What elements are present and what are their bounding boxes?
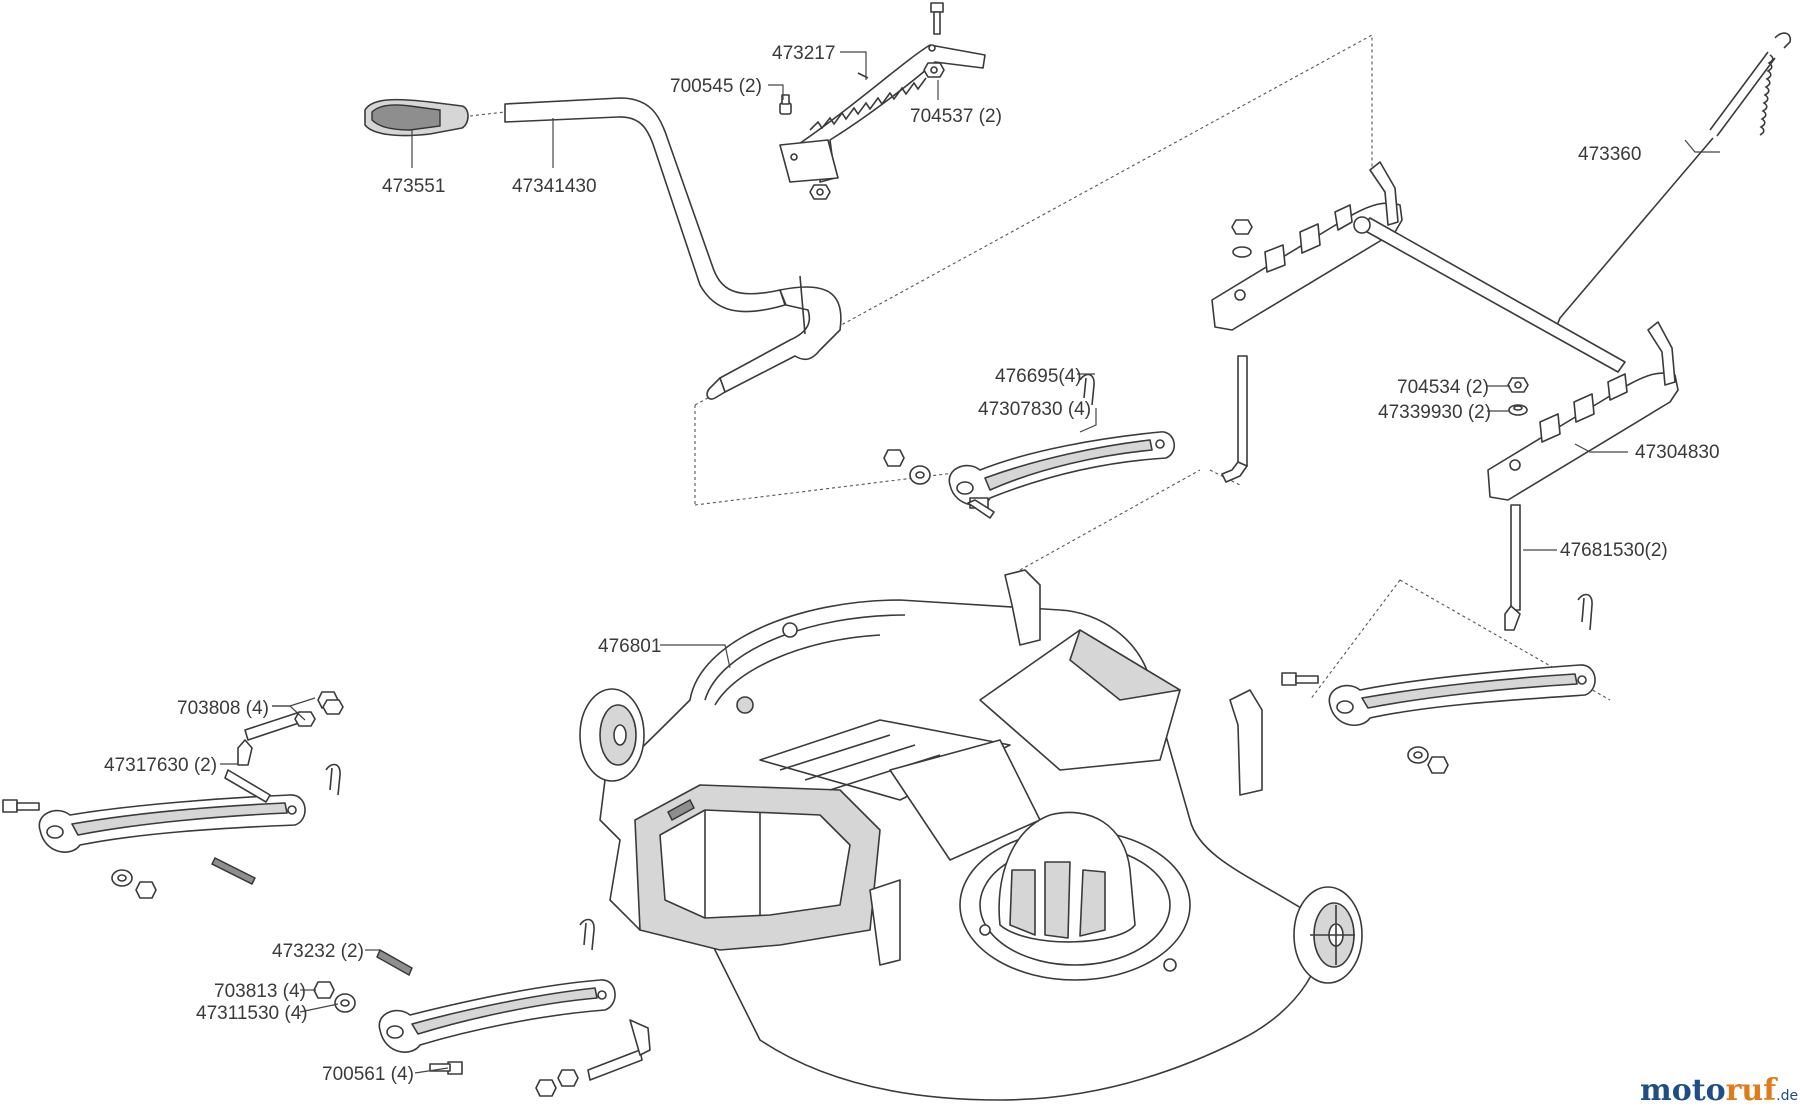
label-47681530: 47681530(2) — [1560, 540, 1668, 561]
top-screw-part — [930, 2, 944, 35]
label-47317630: 47317630 (2) — [104, 755, 217, 776]
motoruf-watermark-logo: motoruf.de — [1640, 1073, 1798, 1108]
lift-shaft-part — [1211, 161, 1679, 501]
label-703813: 703813 (4) — [214, 981, 306, 1002]
handle-grip-part — [364, 98, 506, 137]
label-473232: 473232 (2) — [272, 941, 364, 962]
mower-deck-part — [579, 569, 1363, 1101]
hanger-arm-left-hardware — [2, 799, 256, 899]
label-47339930: 47339930 (2) — [1378, 402, 1491, 423]
label-700561: 700561 (4) — [322, 1064, 414, 1085]
watermark-tld: .de — [1776, 1088, 1798, 1104]
link-rod-lower-part — [1504, 504, 1521, 631]
label-473360: 473360 — [1578, 144, 1641, 165]
label-704534: 704534 (2) — [1397, 377, 1489, 398]
leader-lines — [220, 51, 1720, 1074]
shaft-nuts-part — [1507, 377, 1529, 416]
label-703808: 703808 (4) — [177, 698, 269, 719]
notched-quadrant-part — [779, 44, 986, 183]
nuts-703808-part — [294, 699, 344, 727]
svg-text:motoruf.de: motoruf.de — [1640, 1073, 1798, 1108]
hairpin-clip-bottom-part — [579, 918, 595, 951]
label-473551: 473551 — [382, 176, 445, 197]
link-rod-upper-part — [1221, 355, 1248, 483]
assembly-guide-lines — [694, 34, 1611, 701]
label-476801: 476801 — [598, 636, 661, 657]
hairpin-clip-left-part — [325, 763, 341, 796]
hairpin-clip-right-part — [1577, 593, 1593, 631]
label-47304830: 47304830 — [1635, 442, 1720, 463]
label-47311530: 47311530 (4) — [196, 1003, 308, 1024]
pin-rods-left-part — [224, 691, 339, 803]
label-476695: 476695(4) — [995, 366, 1082, 387]
bracket-nuts-part — [1231, 219, 1253, 258]
watermark-brand-a: moto — [1640, 1073, 1726, 1108]
hairpin-clip-top-part — [1079, 373, 1095, 406]
quadrant-nuts-part — [809, 62, 945, 200]
label-704537: 704537 (2) — [910, 106, 1002, 127]
adjust-lever-part — [504, 97, 842, 400]
part-labels: 473551 47341430 700545 (2) 473217 704537… — [104, 43, 1720, 1085]
hanger-arm-top-part — [948, 431, 1176, 506]
watermark-brand-b: ruf — [1726, 1073, 1779, 1108]
label-700545: 700545 (2) — [670, 76, 762, 97]
carriage-bolt-part — [779, 94, 792, 115]
hanger-arm-right-part — [1328, 664, 1596, 726]
label-47307830: 47307830 (4) — [978, 399, 1091, 420]
label-47341430: 47341430 — [512, 176, 597, 197]
hanger-arm-bottom-hardware — [313, 949, 651, 1097]
label-473217: 473217 — [772, 43, 835, 64]
hanger-arm-top-hardware — [883, 449, 995, 519]
tension-spring-part — [1555, 32, 1792, 329]
hanger-arm-bottom-part — [378, 979, 616, 1053]
hanger-arm-left-part — [38, 794, 306, 853]
hanger-arm-right-hardware — [1281, 672, 1449, 774]
